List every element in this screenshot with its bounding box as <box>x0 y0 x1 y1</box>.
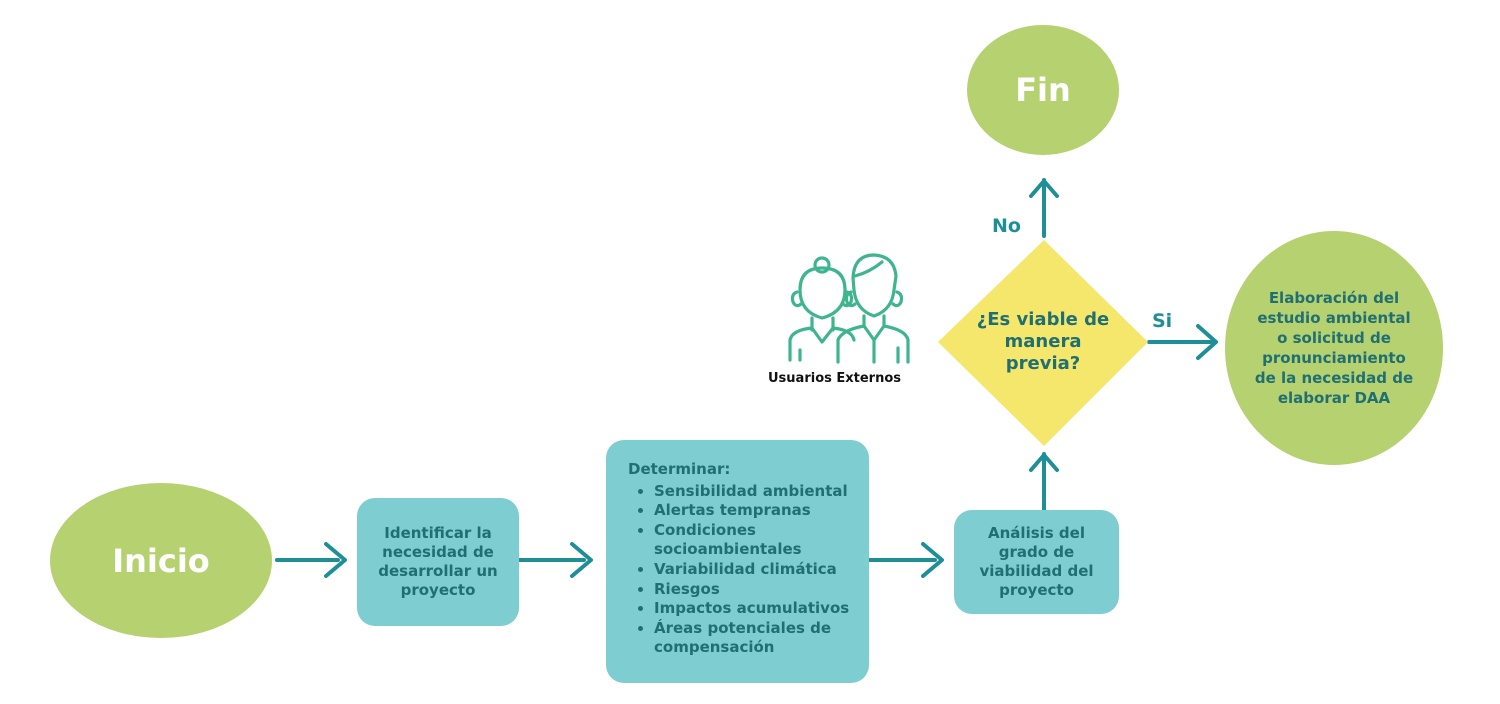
users-icon <box>788 253 910 364</box>
determinar-item: Sensibilidad ambiental <box>654 482 860 502</box>
actor-label: Usuarios Externos <box>768 371 902 386</box>
arrowhead-elaboracion <box>1196 324 1218 360</box>
determinar-box <box>606 440 869 683</box>
determinar-list: Sensibilidad ambiental Alertas tempranas… <box>628 482 860 658</box>
determinar-content: Determinar: Sensibilidad ambiental Alert… <box>628 460 860 658</box>
decision-label: ¿Es viable de manera previa? <box>976 309 1110 374</box>
end-label: Fin <box>1015 71 1071 109</box>
identificar-box <box>357 498 519 626</box>
start-label: Inicio <box>112 541 210 580</box>
elaboracion-label: Elaboración del estudio ambiental o soli… <box>1254 289 1414 407</box>
arrowhead-determinar <box>570 542 593 578</box>
determinar-item: Áreas potenciales de compensación <box>654 619 860 658</box>
arrowhead-analisis <box>921 542 944 578</box>
analisis-box <box>954 510 1119 614</box>
edge-label-si: Si <box>1152 310 1173 332</box>
determinar-title: Determinar: <box>628 460 731 478</box>
start-node <box>50 483 272 638</box>
elaboracion-node <box>1225 231 1443 465</box>
determinar-item: Alertas tempranas <box>654 501 860 521</box>
determinar-item: Variabilidad climática <box>654 560 860 580</box>
arrowhead-fin <box>1029 179 1059 198</box>
arrowhead-decision <box>1029 453 1059 472</box>
edge-label-no: No <box>992 215 1021 237</box>
decision-diamond <box>938 240 1148 446</box>
determinar-item: Impactos acumulativos <box>654 599 860 619</box>
arrowhead-identificar <box>324 542 347 578</box>
analisis-label: Análisis del grado de viabilidad del pro… <box>979 524 1094 599</box>
identificar-label: Identificar la necesidad de desarrollar … <box>378 524 498 599</box>
determinar-item: Condiciones socioambientales <box>654 521 860 560</box>
determinar-item: Riesgos <box>654 580 860 600</box>
end-node <box>967 25 1119 155</box>
